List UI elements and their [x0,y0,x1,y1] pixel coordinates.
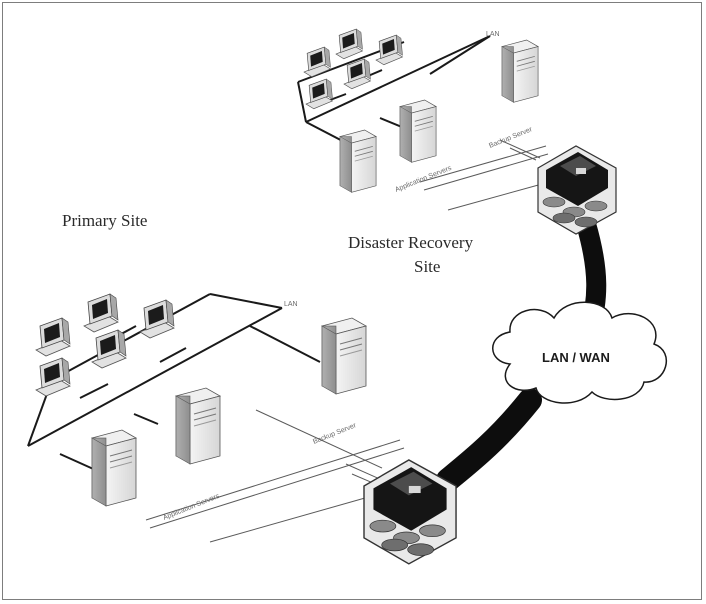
primary-server-3 [321,317,367,395]
workstation-1 [35,317,71,357]
dr-workstations [303,28,403,110]
server-label-app-primary: Application Servers [162,493,221,522]
primary-lan-lines [27,293,321,473]
dr-server-1 [339,129,377,193]
workstation-2 [83,293,119,333]
primary-servers [91,317,367,507]
lan-tag-dr: LAN [486,31,500,38]
lan-wan-cloud [492,301,667,404]
primary-storage-links [145,409,405,543]
network-cloud-label: LAN / WAN [542,350,610,365]
lan-tag-primary: LAN [284,301,298,308]
dr-storage-links [419,139,549,211]
primary-site-label: Primary Site [62,211,147,230]
server-label-backup-dr: Backup Server [488,126,534,150]
workstation-4 [91,329,127,369]
server-label-app-dr: Application Servers [394,165,453,194]
primary-server-1 [91,429,137,507]
workstation-5 [35,357,71,397]
dr-workstation-2 [335,28,363,60]
dr-workstation-5 [305,78,333,110]
primary-server-2 [175,387,221,465]
dr-workstation-3 [375,34,403,66]
server-label-backup-primary: Backup Server [312,422,358,446]
dr-server-2 [399,99,437,163]
dr-storage-pod [537,145,617,235]
workstation-3 [139,299,175,339]
dr-site-label-line1: Disaster Recovery [348,233,474,252]
primary-workstations [35,293,175,397]
dr-server-3 [501,39,539,103]
dr-site-label-line2: Site [414,257,440,276]
